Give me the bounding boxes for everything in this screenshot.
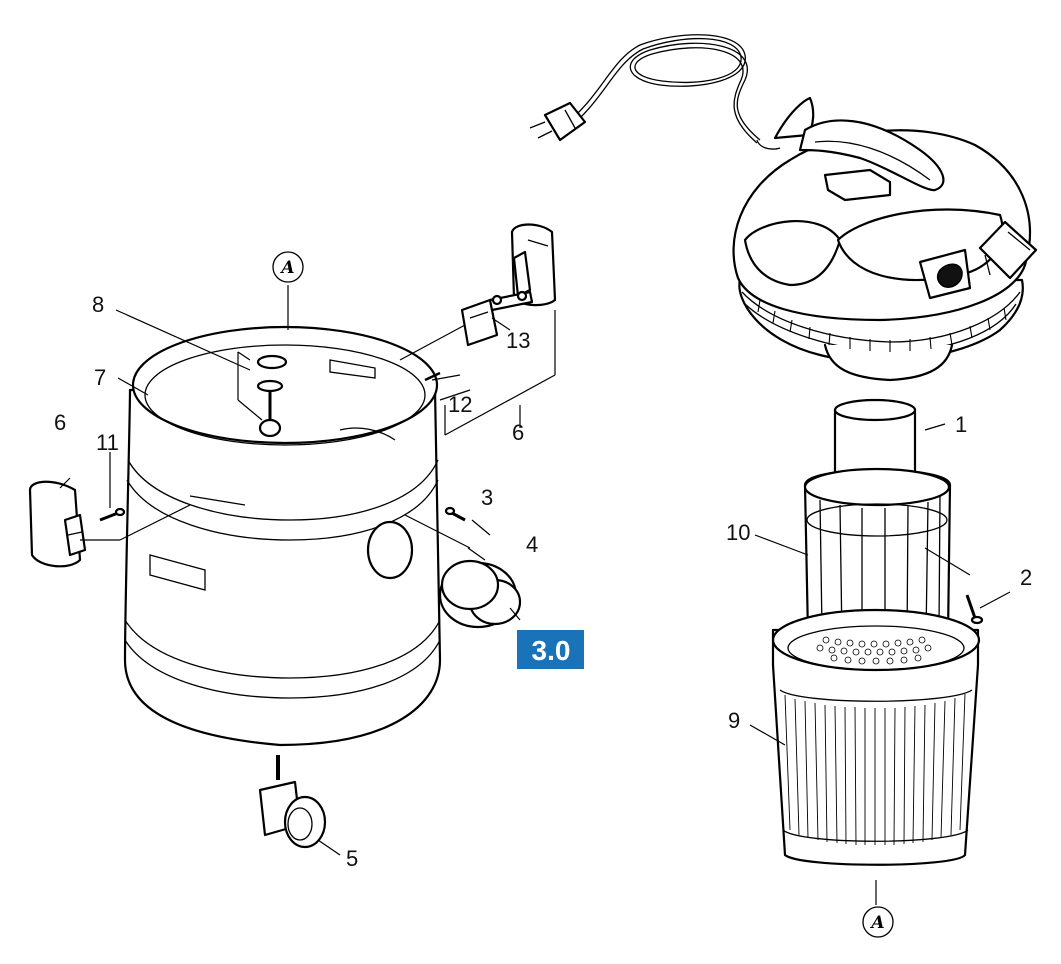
screw-11: [99, 507, 126, 522]
container-tank: [123, 325, 442, 747]
screw-3: [444, 506, 466, 522]
callout-6-left: 6: [54, 410, 66, 435]
callout-5: 5: [346, 846, 358, 871]
reference-mark-bottom-label: A: [869, 913, 884, 933]
callout-12: 12: [448, 392, 472, 417]
motor-head: [732, 96, 1038, 382]
callout-1: 1: [955, 412, 967, 437]
power-plug: [529, 101, 587, 142]
clip-6-left: [28, 480, 87, 568]
hinge-13: [488, 290, 534, 312]
leader-lines: [59, 285, 1011, 905]
reference-mark-bottom: A: [862, 906, 894, 938]
callout-2: 2: [1020, 565, 1032, 590]
callout-11: 11: [96, 430, 119, 455]
callout-8: 8: [92, 292, 104, 317]
screw-2: [965, 594, 984, 625]
cartridge-filter: [771, 608, 981, 866]
callout-3: 3: [481, 485, 493, 510]
callout-9: 9: [728, 708, 740, 733]
callout-10: 10: [726, 520, 750, 545]
power-cord: [559, 34, 781, 150]
callout-13: 13: [506, 328, 530, 353]
screw-12: [424, 371, 441, 382]
callout-6-right: 6: [512, 420, 524, 445]
inlet-4: [438, 559, 522, 629]
castor-wheel-5: [258, 755, 327, 849]
reference-mark-top: A: [272, 251, 304, 283]
float-valve-8: [237, 351, 288, 438]
callout-4: 4: [526, 532, 538, 557]
reference-mark-top-label: A: [279, 258, 294, 278]
filter-basket: [803, 398, 952, 648]
callout-7: 7: [94, 365, 106, 390]
section-badge[interactable]: 3.0: [517, 630, 584, 669]
section-badge-label[interactable]: 3.0: [532, 635, 571, 666]
plate-12: [460, 298, 499, 347]
